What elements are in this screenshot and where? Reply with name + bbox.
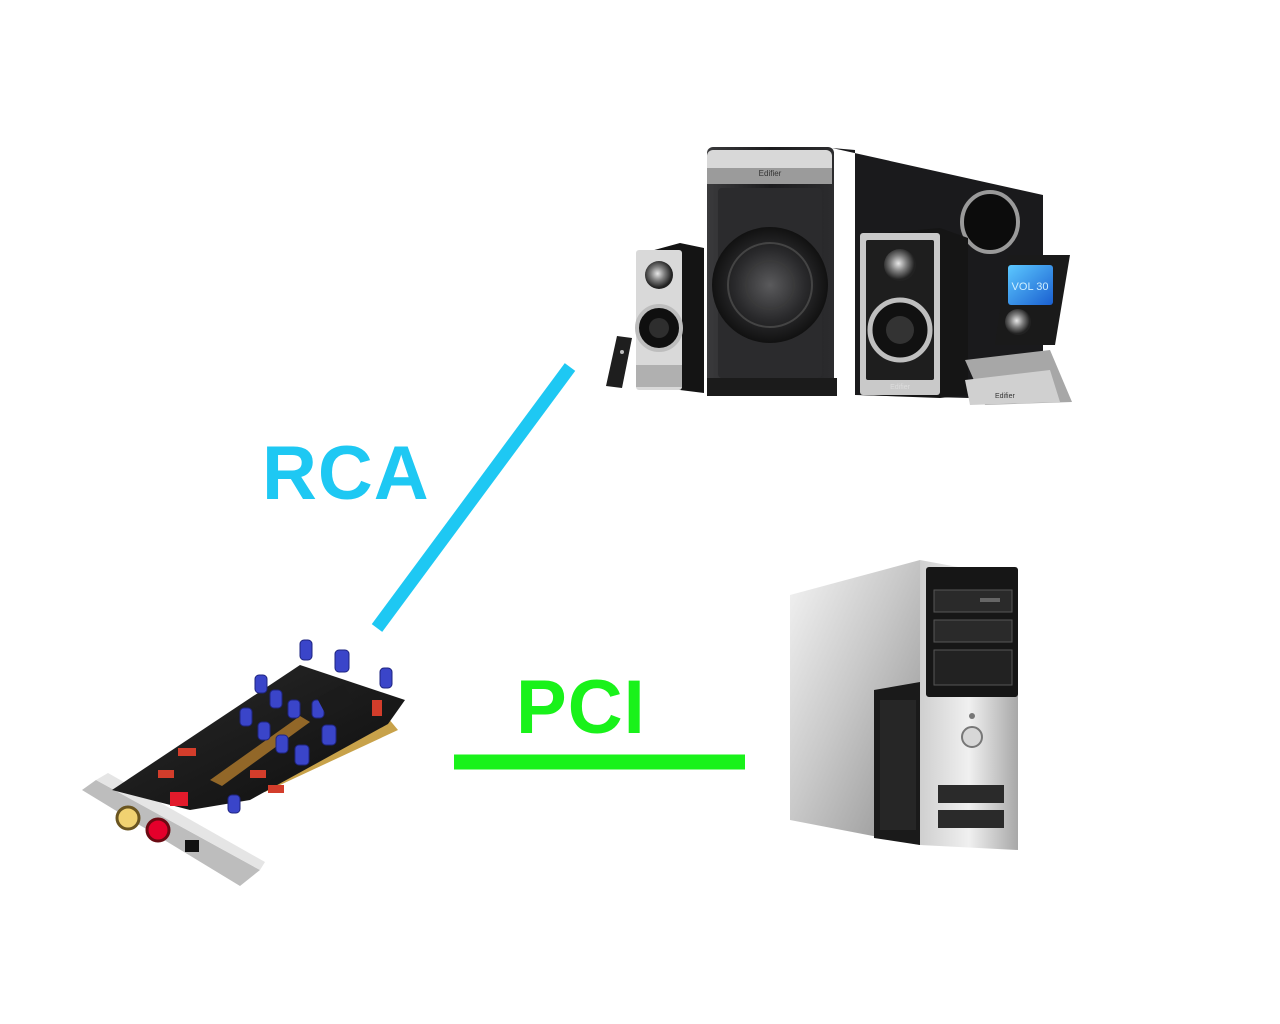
rca-connection-line	[371, 363, 576, 632]
pci-sound-card-image	[82, 639, 405, 886]
svg-text:VOL 30: VOL 30	[1012, 281, 1049, 293]
svg-text:Edifier: Edifier	[890, 384, 911, 391]
rca-label: RCA	[262, 431, 430, 516]
pci-label: PCI	[516, 665, 646, 750]
desktop-tower-image	[790, 560, 1018, 850]
svg-text:Edifier: Edifier	[759, 169, 782, 178]
svg-text:Edifier: Edifier	[995, 393, 1016, 400]
speaker-system-image: Edifier Edifier VOL 30 Edifier	[606, 147, 1072, 405]
